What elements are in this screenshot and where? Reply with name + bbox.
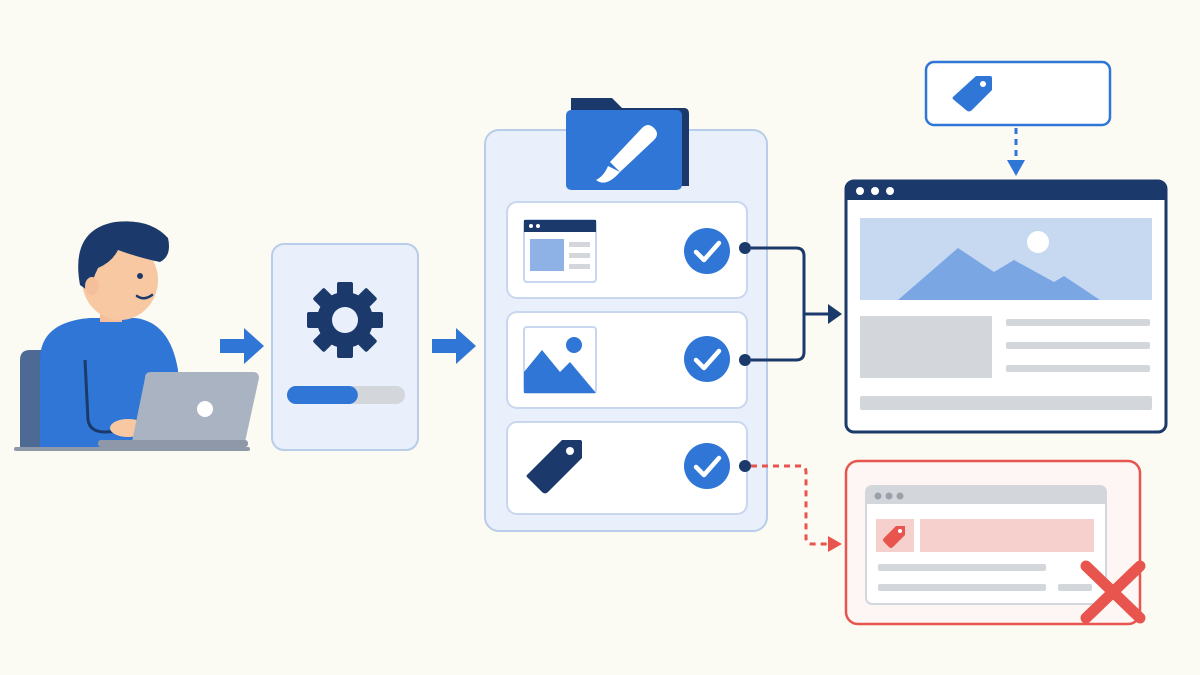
footer-bar [860, 396, 1152, 410]
progress-bar [287, 386, 405, 404]
person-smile [135, 293, 154, 300]
paint-brush-folder-icon [566, 98, 689, 190]
layout-template-icon [523, 219, 597, 283]
person-arm [83, 359, 141, 434]
browser-title-bar [866, 486, 1106, 504]
image-icon [523, 326, 597, 394]
right-arrow-icon [432, 328, 476, 364]
browser-title-bar [846, 181, 1166, 200]
process-panel [271, 243, 419, 451]
browser-preview-success [844, 179, 1168, 434]
person-eye [137, 273, 143, 279]
laptop-base [98, 440, 248, 447]
asset-row-layout [506, 201, 748, 299]
gear-icon [307, 282, 383, 358]
tag-icon [952, 76, 992, 112]
browser-preview-failure [844, 459, 1146, 626]
asset-row-image [506, 311, 748, 409]
check-circle-icon [684, 443, 730, 489]
check-circle-icon [684, 228, 730, 274]
laptop-screen [132, 372, 259, 442]
tag-icon [526, 440, 582, 494]
tag-icon [883, 526, 905, 548]
failure-connector [739, 460, 842, 552]
asset-panel [484, 98, 768, 532]
asset-row-tag [506, 421, 748, 515]
person-hair [78, 221, 169, 292]
person-ear [85, 277, 99, 295]
success-connector [739, 242, 842, 366]
red-x-icon [1080, 560, 1146, 624]
right-arrow-icon [220, 328, 264, 364]
content-block [860, 316, 992, 378]
laptop-logo [197, 401, 213, 417]
tag-input-box [924, 60, 1112, 176]
person-at-laptop-icon [14, 221, 259, 451]
image-icon [860, 218, 1152, 300]
progress-fill [287, 386, 358, 404]
desk-line [14, 447, 250, 451]
check-circle-icon [684, 336, 730, 382]
